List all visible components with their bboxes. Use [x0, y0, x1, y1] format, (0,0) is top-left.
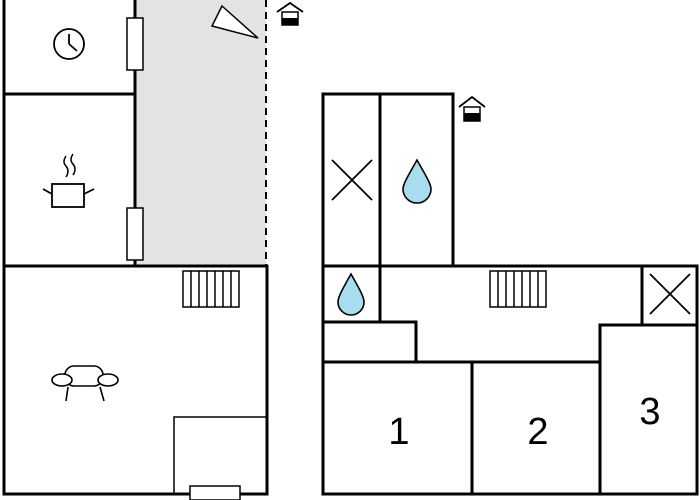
entrance-house-icon — [276, 1, 304, 26]
left-floor — [2, 0, 304, 500]
wc-cross-icon — [649, 273, 691, 315]
sofa-icon — [51, 365, 119, 402]
wc-cross-icon — [331, 159, 373, 201]
water-drop-icon — [337, 272, 365, 316]
terrace-area — [136, 0, 266, 266]
cooking-pot-icon — [42, 153, 95, 208]
bedroom-3-label: 3 — [639, 391, 660, 433]
window — [126, 17, 144, 71]
clock-icon — [53, 28, 85, 60]
right-floor: 1 2 3 — [321, 92, 699, 496]
water-drop-icon — [402, 158, 432, 204]
staircase-icon — [489, 270, 547, 308]
bedroom-1-label: 1 — [388, 411, 409, 453]
entrance-door — [189, 485, 241, 500]
entrance-hall — [173, 416, 267, 494]
staircase-icon — [182, 270, 240, 308]
terrace-triangle-icon — [210, 4, 259, 39]
bedroom-2-label: 2 — [527, 411, 548, 453]
window — [126, 207, 144, 261]
entrance-house-icon — [458, 95, 486, 122]
